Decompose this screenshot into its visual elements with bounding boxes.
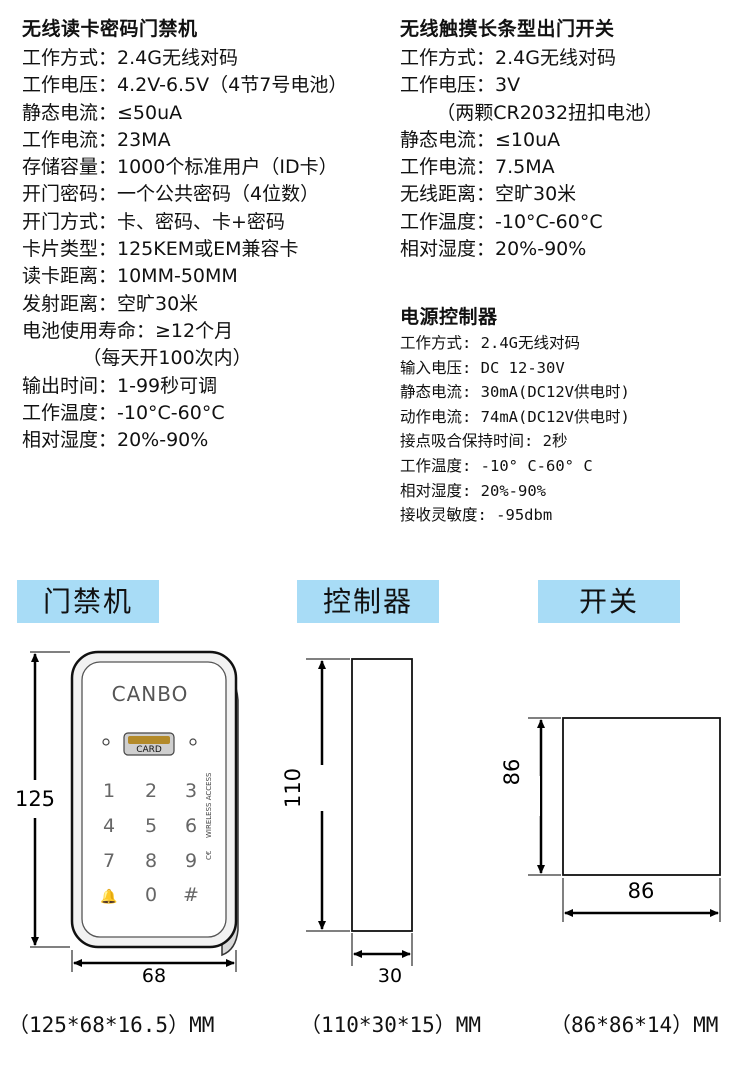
keypad: 1 2 3 4 5 6 7 8 9 🔔 0 # [100,780,199,906]
switch-label: 开关 [538,580,680,623]
spec-line: 工作温度：-10°C-60°C [22,401,225,424]
keypad-key: 6 [185,815,197,837]
spec-line: 开门方式：卡、密码、卡+密码 [22,210,285,233]
keypad-key: 0 [145,884,157,906]
spec-line: 卡片类型：125KEM或EM兼容卡 [22,238,299,261]
controller-width-dim: 30 [378,965,402,987]
spec-line: 工作方式: 2.4G无线对码 [400,334,580,352]
access-unit-width-dim: 68 [142,965,166,987]
spec-line: 无线距离：空旷30米 [400,183,577,206]
spec-line: 静态电流: 30mA(DC12V供电时) [400,383,630,402]
spec-line: 输入电压: DC 12-30V [400,358,565,377]
keypad-key: 9 [185,850,197,872]
exit-switch-spec-lines: 工作方式：2.4G无线对码工作电压：3V （两颗CR2032扭扣电池） 静态电流：… [400,45,663,263]
keypad-key: 🔔 [100,888,117,905]
spec-line: 存储容量：1000个标准用户（ID卡） [22,156,338,179]
access-unit-size-caption: （125*68*16.5）MM [8,1013,215,1037]
access-unit-spec-title: 无线读卡密码门禁机 [22,18,198,40]
power-controller-spec-lines: 工作方式: 2.4G无线对码输入电压: DC 12-30V 静态电流: 30mA(… [400,331,630,528]
keypad-key: 2 [145,780,157,802]
access-unit-spec-lines: 工作方式：2.4G无线对码工作电压：4.2V-6.5V（4节7号电池） 静态电流：… [22,45,347,454]
card-reader-label: CARD [136,745,162,755]
spec-line: 工作温度：-10°C-60°C [400,210,603,233]
keypad-key: # [183,884,199,906]
spec-line: 相对湿度：20%-90% [22,429,209,452]
spec-line: 工作温度: -10° C-60° C [400,456,593,475]
spec-line: （两颗CR2032扭扣电池） [400,101,664,124]
keypad-key: 7 [103,850,115,872]
spec-line: 相对湿度：20%-90% [400,238,587,261]
spec-line: 接收灵敏度: -95dbm [400,506,553,525]
spec-line: 静态电流：≤10uA [400,128,561,151]
exit-switch-spec: 无线触摸长条型出门开关 工作方式：2.4G无线对码工作电压：3V （两颗CR20… [400,14,663,263]
exit-switch-spec-title: 无线触摸长条型出门开关 [400,18,615,40]
switch-width-dim: 86 [628,879,655,903]
switch-size-caption: （86*86*14）MM [550,1013,719,1037]
controller-label: 控制器 [297,580,439,623]
spec-line: 工作电压：4.2V-6.5V（4节7号电池） [22,74,348,97]
spec-line: 工作电压：3V [400,74,521,97]
spec-line: 读卡距离：10MM-50MM [22,265,238,288]
keypad-key: 4 [103,815,115,837]
controller-size-caption: （110*30*15）MM [300,1013,482,1037]
brand-logo: CANBO [112,682,189,706]
spec-line: （每天开100次内） [22,347,252,370]
spec-line: 工作电流：7.5MA [400,156,555,179]
spec-line: 相对湿度: 20%-90% [400,481,546,500]
svg-text:C€: C€ [205,851,213,860]
switch-drawing: 86 86 [500,717,721,922]
power-controller-spec-title: 电源控制器 [400,306,498,328]
side-text: WIRELESS ACCESS [205,772,213,838]
spec-line: 发射距离：空旷30米 [22,292,199,315]
access-unit-height-dim: 125 [15,787,55,811]
switch-height-dim: 86 [500,759,524,786]
keypad-key: 8 [145,850,157,872]
access-unit-spec: 无线读卡密码门禁机 工作方式：2.4G无线对码工作电压：4.2V-6.5V（4节… [22,14,347,454]
spec-line: 工作方式：2.4G无线对码 [22,47,238,69]
spec-line: 电池使用寿命：≥12个月 [22,319,234,342]
controller-drawing: 110 30 [281,658,413,987]
spec-line: 接点吸合保持时间: 2秒 [400,432,568,451]
spec-line: 动作电流: 74mA(DC12V供电时) [400,407,630,426]
spec-line: 工作电流：23MA [22,128,171,151]
spec-line: 开门密码：一个公共密码（4位数） [22,183,320,206]
access-unit-drawing: CANBO CARD WIRELESS ACCESS C€ 1 2 3 4 5 6 7 8 9 🔔… [15,650,239,987]
keypad-key: 5 [145,815,157,837]
keypad-key: 3 [185,780,197,802]
spec-line: 静态电流：≤50uA [22,101,183,124]
access-unit-label: 门禁机 [17,580,159,623]
controller-height-dim: 110 [281,768,305,808]
spec-line: 输出时间：1-99秒可调 [22,374,218,397]
spec-line: 工作方式：2.4G无线对码 [400,47,616,69]
keypad-key: 1 [103,780,115,802]
power-controller-spec: 电源控制器 工作方式: 2.4G无线对码输入电压: DC 12-30V 静态电流:… [400,302,630,528]
